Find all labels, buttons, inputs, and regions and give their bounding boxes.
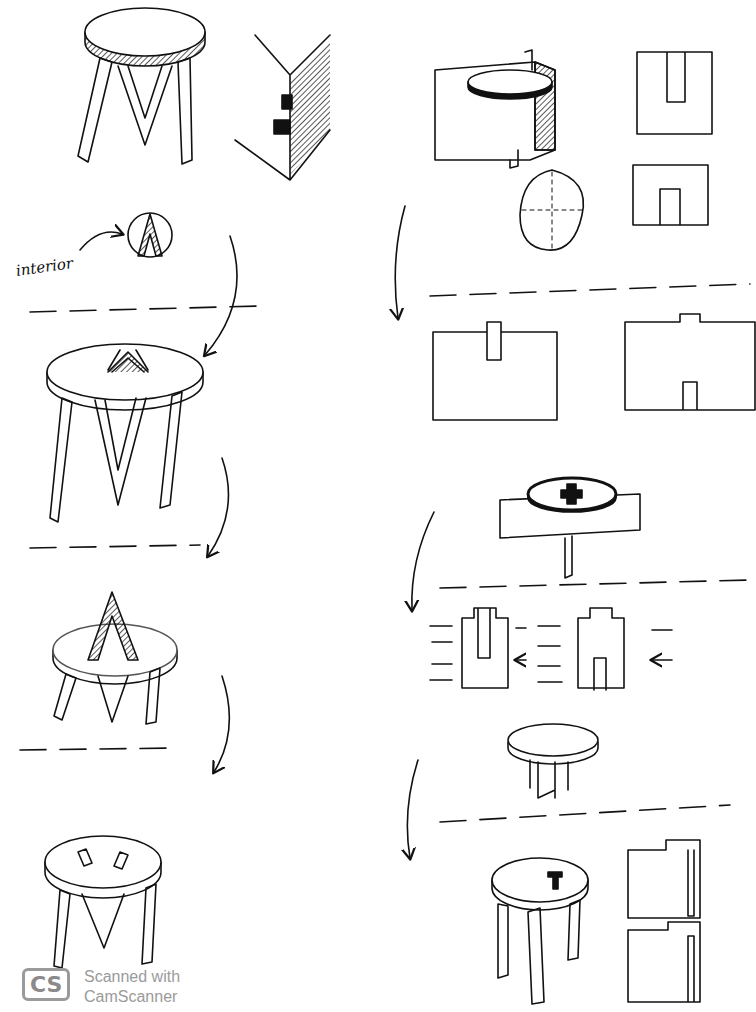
- watermark-logo: CS: [22, 968, 70, 1001]
- watermark-text: CamScanner: [84, 988, 177, 1006]
- note-label: interior: [15, 254, 74, 280]
- watermark-text: Scanned with: [84, 968, 180, 986]
